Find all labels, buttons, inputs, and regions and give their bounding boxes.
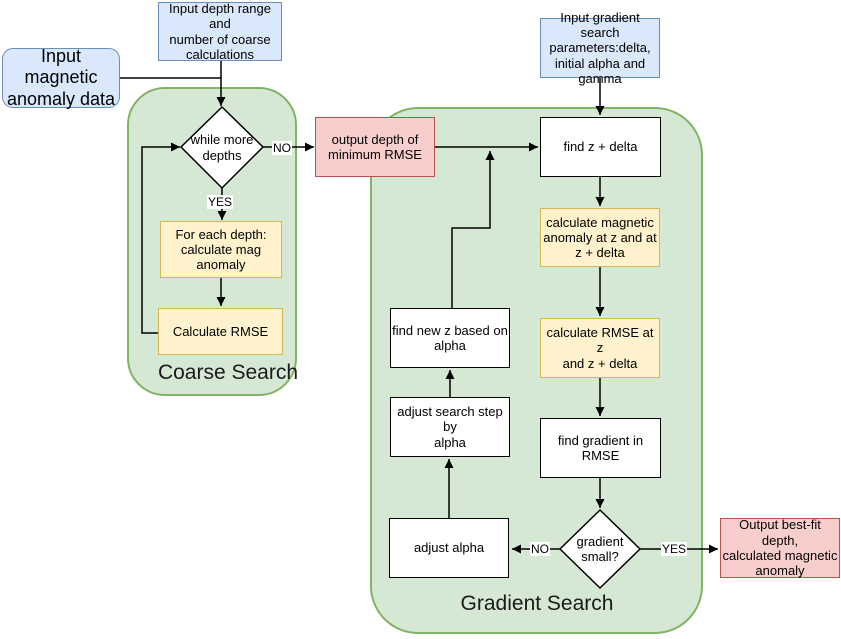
node-output-depth-of-minimum-rmse: output depth of minimum RMSE [315,117,435,177]
node-input-gradient-search-parameters: Input gradient search parameters:delta, … [540,10,660,86]
node-calculate-rmse: Calculate RMSE [158,308,283,355]
decision-while-more-depths-label: while more depths [190,132,254,163]
node-calc-rmse-at-z: calculate RMSE at z and z + delta [540,318,660,378]
decision-gradient-small-shape [558,508,642,590]
node-find-gradient-in-rmse: find gradient in RMSE [540,418,661,478]
node-output-best-fit-depth: Output best-fit depth, calculated magnet… [720,517,840,578]
node-find-z-plus-delta: find z + delta [540,117,661,177]
edge-find-new-z-feedback-to-find-z [451,151,495,308]
node-adjust-search-step: adjust search step by alpha [390,397,510,457]
decision-gradient-small-label: gradient small? [576,533,624,564]
node-input-depth-range: Input depth range and number of coarse c… [158,1,282,62]
node-input-magnetic-anomaly-data: Input magnetic anomaly data [2,46,120,109]
gradient-search-title: Gradient Search [460,592,614,615]
edge-label-coarse-no: NO [272,141,292,155]
decision-while-more-depths-shape [179,105,265,190]
node-calc-magnetic-anomaly-at-z: calculate magnetic anomaly at z and at z… [540,208,660,267]
edge-label-gradient-no: NO [530,542,550,556]
node-for-each-depth-calc-mag-anomaly: For each depth: calculate mag anomaly [160,221,282,278]
edge-calculate-rmse-loop-to-while [141,142,180,334]
coarse-search-title: Coarse Search [157,361,299,384]
node-find-new-z: find new z based on alpha [390,308,510,368]
edge-label-coarse-yes: YES [206,195,234,209]
edge-label-gradient-yes: YES [660,542,688,556]
node-adjust-alpha: adjust alpha [389,518,509,578]
